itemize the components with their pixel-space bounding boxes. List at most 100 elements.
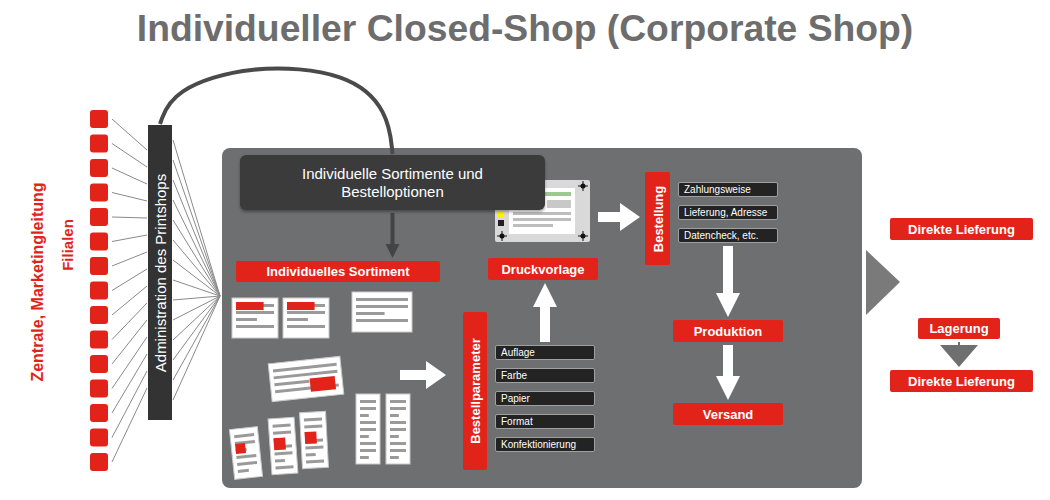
branch-square bbox=[90, 331, 108, 349]
option-box: Konfektionierung bbox=[495, 437, 595, 452]
product-sheet bbox=[268, 356, 344, 401]
fan-line bbox=[112, 286, 147, 315]
product-line bbox=[236, 325, 274, 328]
flow-arrow bbox=[958, 342, 960, 347]
box-text: Druckvorlage bbox=[501, 262, 584, 277]
product-line bbox=[287, 318, 308, 321]
flow-arrow bbox=[723, 345, 733, 378]
box-text: Format bbox=[501, 416, 533, 427]
branch-square bbox=[90, 429, 108, 447]
product-sheet bbox=[283, 298, 329, 338]
product-line bbox=[390, 442, 406, 445]
fan-line bbox=[112, 388, 147, 462]
product-line bbox=[236, 454, 256, 459]
fan-line bbox=[112, 144, 147, 168]
fan-line bbox=[112, 371, 147, 438]
print-product bbox=[268, 356, 344, 401]
print-product bbox=[300, 411, 329, 468]
side-label: Zentrale, Marketingleitung bbox=[29, 182, 47, 381]
box-text: Papier bbox=[501, 393, 530, 404]
box-text: Zahlungsweise bbox=[684, 184, 751, 195]
product-accent bbox=[305, 431, 317, 444]
product-line bbox=[360, 421, 376, 424]
branch-square bbox=[90, 208, 108, 226]
fan-line bbox=[173, 296, 220, 400]
flow-arrow bbox=[723, 246, 733, 295]
red-label: Individuelles Sortiment bbox=[236, 261, 440, 282]
product-line bbox=[360, 428, 376, 431]
crop-mark bbox=[497, 231, 507, 241]
option-box: Papier bbox=[495, 391, 595, 406]
product-sheet bbox=[229, 427, 262, 480]
product-line bbox=[275, 459, 285, 463]
product-accent bbox=[235, 443, 246, 454]
fan-line bbox=[173, 296, 220, 360]
crop-mark bbox=[578, 231, 588, 241]
flow-arrow bbox=[598, 203, 640, 231]
box-text: Datencheck, etc. bbox=[684, 230, 758, 241]
proof-bar bbox=[513, 218, 571, 221]
product-line bbox=[304, 418, 322, 422]
print-product bbox=[229, 427, 262, 480]
fan-line bbox=[112, 252, 147, 266]
product-line bbox=[356, 312, 385, 315]
product-line bbox=[390, 449, 406, 452]
box-text: Bestellparameter bbox=[468, 338, 483, 444]
product-line bbox=[274, 451, 292, 455]
flow-arrow bbox=[400, 361, 446, 389]
box-text: Bestellung bbox=[650, 185, 665, 251]
branch-square bbox=[90, 282, 108, 300]
product-accent bbox=[310, 376, 336, 392]
fan-line bbox=[112, 235, 147, 242]
product-line bbox=[287, 311, 325, 314]
branch-square bbox=[90, 355, 108, 373]
product-line bbox=[238, 469, 249, 473]
product-line bbox=[390, 400, 406, 403]
fan-lines bbox=[112, 119, 220, 462]
fan-line bbox=[173, 160, 220, 296]
product-accent bbox=[287, 302, 315, 310]
print-product bbox=[232, 298, 278, 338]
product-line bbox=[305, 446, 323, 450]
red-label: Produktion bbox=[673, 320, 783, 342]
branch-square bbox=[90, 184, 108, 202]
product-line bbox=[236, 318, 257, 321]
product-accent bbox=[236, 302, 264, 310]
side-label: Filialen bbox=[59, 219, 76, 271]
fan-line bbox=[173, 296, 220, 340]
proof-bar bbox=[547, 200, 571, 208]
branch-square bbox=[90, 404, 108, 422]
branch-square bbox=[90, 159, 108, 177]
diagram-title: Individueller Closed-Shop (Corporate Sho… bbox=[0, 6, 1050, 50]
product-sheet bbox=[386, 394, 410, 464]
product-sheet bbox=[300, 411, 329, 468]
box-text: Lieferung, Adresse bbox=[684, 207, 767, 218]
product-line bbox=[287, 325, 325, 328]
crop-mark bbox=[578, 181, 588, 191]
product-line bbox=[234, 433, 254, 438]
product-line bbox=[390, 407, 406, 410]
option-box: Lieferung, Adresse bbox=[678, 205, 778, 220]
output-arrow bbox=[866, 250, 900, 315]
product-line bbox=[360, 449, 376, 452]
print-products bbox=[229, 292, 412, 479]
product-sheet bbox=[356, 394, 380, 464]
fan-line bbox=[173, 280, 220, 296]
print-product bbox=[352, 292, 412, 332]
product-sheet bbox=[352, 292, 412, 332]
flow-arrow bbox=[540, 305, 550, 342]
branch-square bbox=[90, 453, 108, 471]
fan-line bbox=[173, 140, 220, 296]
fan-line bbox=[112, 303, 147, 340]
box-text: Administration des Printshops bbox=[152, 173, 169, 371]
color-bar bbox=[498, 220, 504, 226]
box-text: Versand bbox=[703, 407, 754, 422]
admin-link bbox=[160, 68, 393, 154]
red-label: Versand bbox=[673, 403, 783, 425]
product-line bbox=[272, 423, 290, 427]
branch-square bbox=[90, 233, 108, 251]
option-box: Zahlungsweise bbox=[678, 182, 778, 197]
fan-line bbox=[112, 168, 147, 184]
box-text: Auflage bbox=[501, 347, 535, 358]
